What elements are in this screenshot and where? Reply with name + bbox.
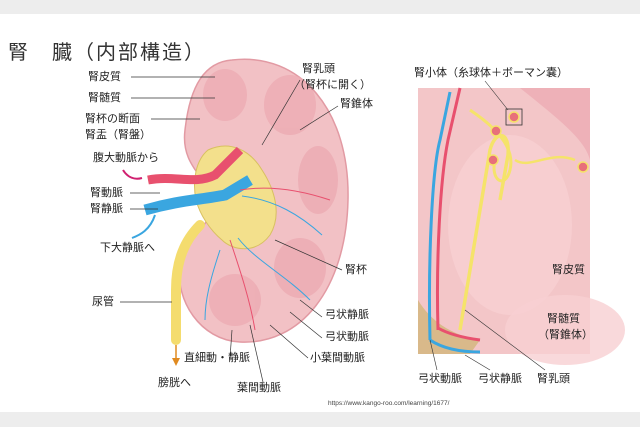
label-ureter: 尿管	[92, 295, 114, 308]
label-interlobar-artery: 葉間動脈	[237, 381, 281, 394]
top-band	[0, 0, 640, 14]
renal-vein	[143, 175, 253, 216]
vessel-branches	[204, 187, 331, 331]
renal-pyramids	[203, 69, 338, 326]
label-renal-vein: 腎静脈	[90, 202, 123, 215]
renal-artery	[147, 146, 244, 185]
label-cortex: 腎皮質	[88, 70, 121, 83]
label-papilla: 腎乳頭	[302, 62, 335, 75]
label-vasa-recta: 直細動・静脈	[184, 351, 250, 364]
label-arcuate-vein: 弓状静脈	[325, 308, 369, 321]
label-pelvis: 腎盂（腎盤）	[85, 128, 151, 141]
leader-lines	[120, 76, 343, 383]
label-interlobular-artery: 小葉間動脈	[310, 351, 365, 364]
label-calyx: 腎杯	[345, 263, 367, 276]
label-pyramid: 腎錐体	[340, 97, 373, 110]
label-calyx-section: 腎杯の断面	[85, 112, 140, 125]
detail-label-arcuate-vein: 弓状静脈	[478, 372, 522, 385]
label-papilla-note: （腎杯に開く）	[294, 78, 371, 91]
label-to-bladder: 膀胱へ	[158, 376, 191, 389]
detail-label-pyramid: （腎錐体）	[538, 328, 593, 341]
bottom-band	[0, 412, 640, 427]
source-url: https://www.kango-roo.com/learning/1677/	[328, 400, 450, 407]
page-title: 腎 臓（内部構造）	[8, 40, 206, 64]
label-medulla: 腎髄質	[88, 91, 121, 104]
detail-label-arcuate-artery: 弓状動脈	[418, 372, 462, 385]
detail-label-medulla: 腎髄質	[547, 312, 580, 325]
label-renal-corpuscle: 腎小体（糸球体＋ボーマン嚢）	[414, 66, 568, 79]
label-from-aorta: 腹大動脈から	[93, 151, 159, 164]
detail-panel	[418, 80, 625, 371]
detail-label-papilla: 腎乳頭	[537, 372, 570, 385]
label-renal-artery: 腎動脈	[90, 186, 123, 199]
label-arcuate-artery: 弓状動脈	[325, 330, 369, 343]
detail-label-cortex: 腎皮質	[552, 263, 585, 276]
ureter	[171, 220, 205, 345]
label-to-ivc: 下大静脈へ	[100, 241, 155, 254]
